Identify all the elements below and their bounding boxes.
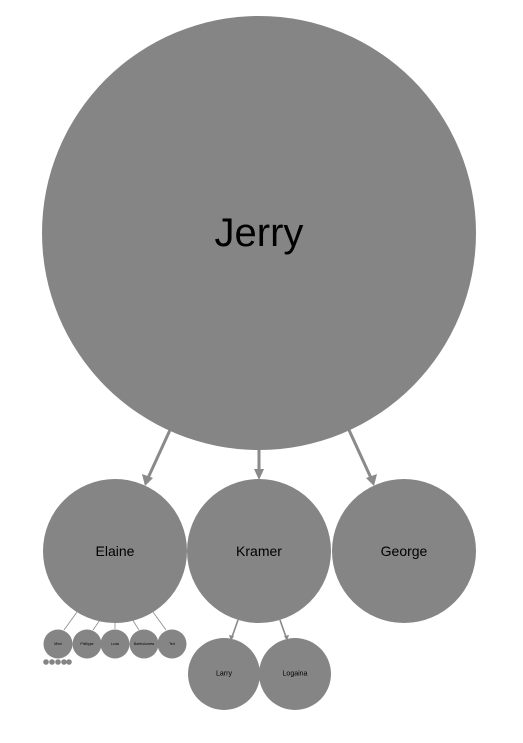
node-ted-label: Ted [169, 642, 175, 646]
node-elaine-circle[interactable] [43, 479, 187, 623]
edge-kramer-larry-arrowhead [229, 635, 234, 641]
edge-elaine-phillippe [92, 619, 101, 631]
node-elaine[interactable]: Elaine [43, 479, 187, 623]
edge-elaine-ted [152, 611, 167, 631]
edge-kramer-logaina [279, 619, 289, 641]
node-ted-circle[interactable] [157, 629, 187, 659]
node-bartholomew[interactable]: Bartholomew [129, 629, 159, 659]
edge-elaine-bartholomew-line [131, 618, 140, 631]
edge-jerry-kramer [254, 450, 264, 480]
edge-kramer-logaina-arrowhead [284, 635, 289, 641]
node-phillippe[interactable]: Phillippe [72, 629, 102, 659]
edges [63, 429, 377, 641]
edge-elaine-bartholomew [131, 618, 140, 631]
node-jerry-label: Jerry [215, 211, 304, 255]
node-larry-circle[interactable] [188, 638, 260, 710]
node-george-label: George [381, 543, 428, 559]
edge-elaine-mimi-line [63, 611, 78, 631]
unlabeled-dot[interactable] [55, 659, 61, 665]
edge-jerry-kramer-arrowhead [254, 469, 264, 480]
node-george-circle[interactable] [332, 479, 476, 623]
node-logaina-circle[interactable] [259, 638, 331, 710]
node-george[interactable]: George [332, 479, 476, 623]
node-louis[interactable]: Louis [100, 629, 130, 659]
edge-elaine-mimi [63, 611, 78, 631]
unlabeled-dots [43, 659, 72, 665]
edge-jerry-george [347, 429, 377, 486]
node-kramer-label: Kramer [236, 543, 282, 559]
node-bartholomew-circle[interactable] [129, 629, 159, 659]
node-louis-label: Louis [111, 642, 120, 646]
node-mimi-circle[interactable] [43, 629, 73, 659]
node-larry[interactable]: Larry [188, 638, 260, 710]
unlabeled-dot[interactable] [49, 659, 55, 665]
node-bartholomew-label: Bartholomew [134, 642, 155, 646]
node-phillippe-label: Phillippe [80, 642, 93, 646]
node-kramer[interactable]: Kramer [187, 479, 331, 623]
unlabeled-dot[interactable] [61, 659, 67, 665]
node-kramer-circle[interactable] [187, 479, 331, 623]
node-mimi-label: Mimi [54, 642, 62, 646]
node-larry-label: Larry [216, 671, 232, 678]
node-phillippe-circle[interactable] [72, 629, 102, 659]
node-jerry-circle[interactable] [42, 16, 476, 450]
edge-jerry-elaine-arrowhead [142, 474, 153, 486]
node-elaine-label: Elaine [96, 543, 135, 559]
edge-kramer-larry-line [231, 619, 239, 638]
node-mimi[interactable]: Mimi [43, 629, 73, 659]
edge-kramer-larry [229, 619, 239, 641]
edge-elaine-phillippe-line [92, 619, 101, 631]
edge-kramer-logaina-line [279, 619, 287, 638]
node-ted[interactable]: Ted [157, 629, 187, 659]
node-jerry[interactable]: Jerry [42, 16, 476, 450]
node-logaina-label: Logaina [283, 671, 308, 678]
node-logaina[interactable]: Logaina [259, 638, 331, 710]
unlabeled-dot[interactable] [43, 659, 49, 665]
edge-jerry-george-line [347, 429, 373, 479]
node-louis-circle[interactable] [100, 629, 130, 659]
unlabeled-dot[interactable] [66, 659, 72, 665]
edge-elaine-ted-line [152, 611, 167, 631]
edge-jerry-elaine [142, 429, 172, 486]
edge-jerry-elaine-line [146, 429, 172, 479]
edge-jerry-george-arrowhead [366, 474, 377, 486]
